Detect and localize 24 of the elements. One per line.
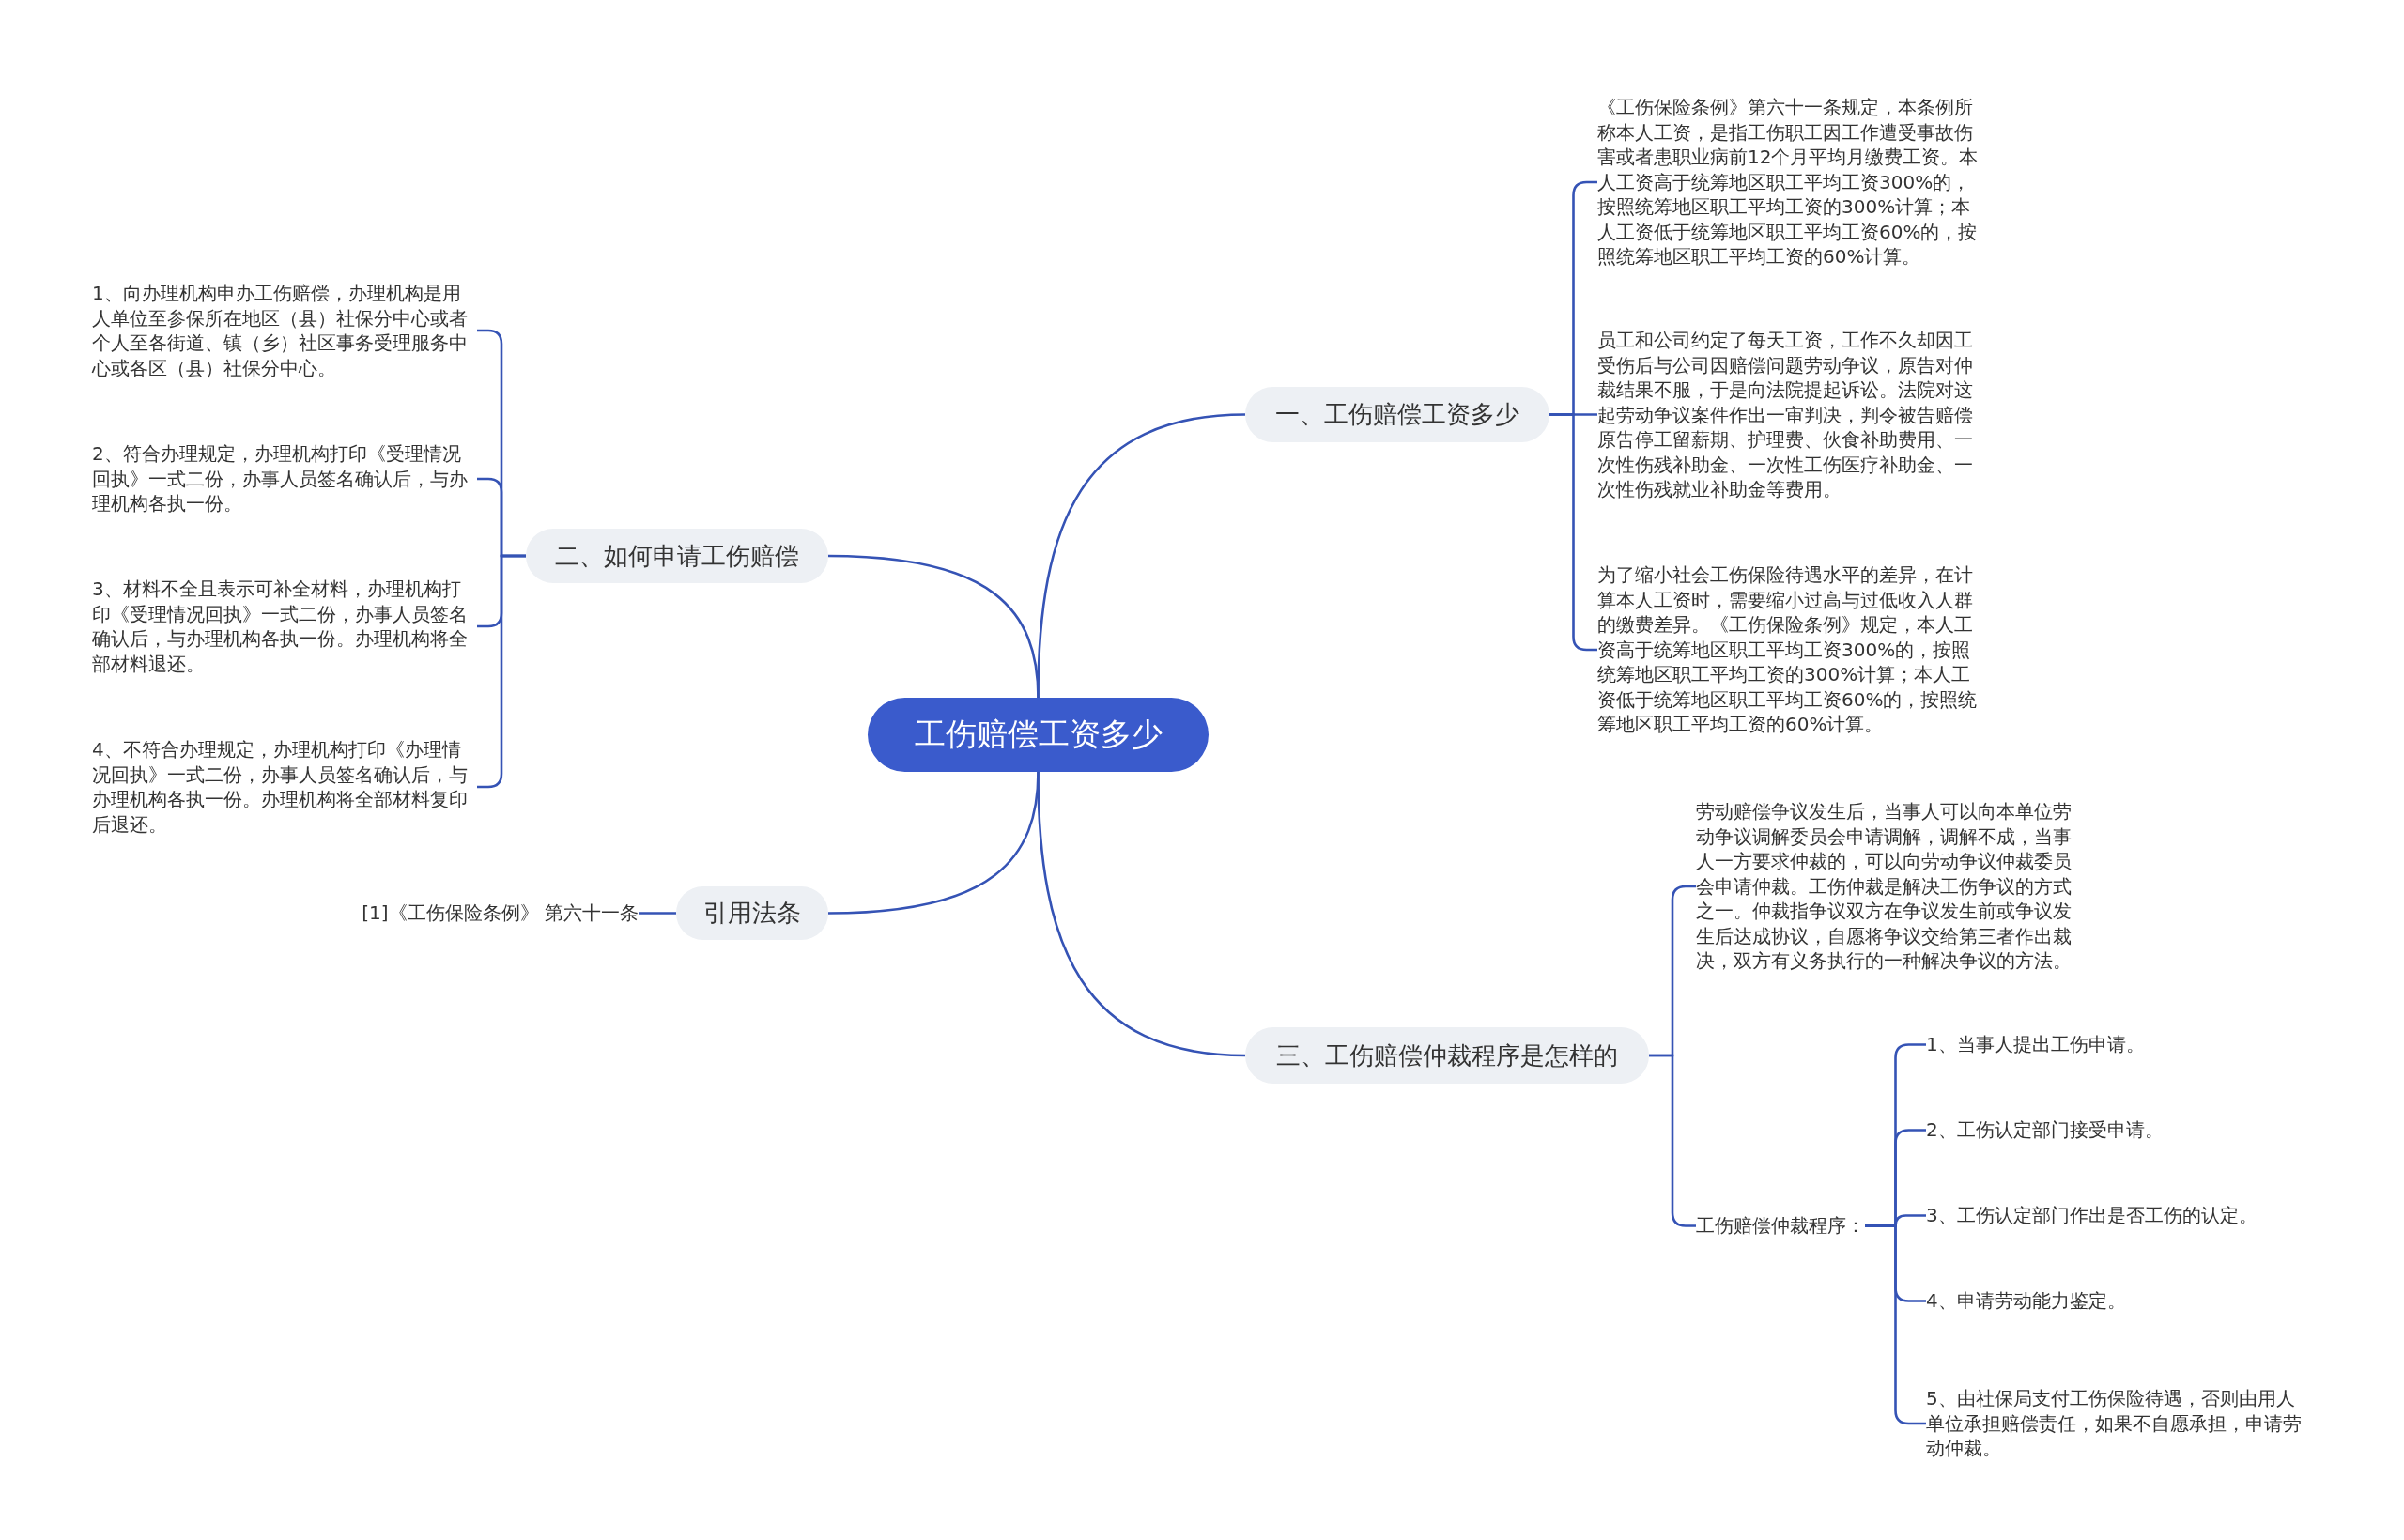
connector-line <box>827 554 1040 699</box>
detail-text: 2、工伤认定部门接受申请。 <box>1926 1117 2164 1143</box>
detail-text: 员工和公司约定了每天工资，工作不久却因工受伤后与公司因赔偿问题劳动争议，原告对仲裁结果不服，于是向法院提起诉讼。法院对这起劳动争议案件作出一审判决，判令被告赔偿原告停工留薪期、护理费、伙食补助费用、一次性伤残补助金、一次性工伤医疗补助金、一次性伤残就业补助金等费用。 <box>1597 328 1982 502</box>
detail-text: 为了缩小社会工伤保险待遇水平的差异，在计算本人工资时，需要缩小过高与过低收入人群的缴费差异。《工伤保险条例》规定，本人工资高于统筹地区职工平均工资300%的，按照统筹地区职工平均工资的300%计算；本人工资低于统筹地区职工平均工资60%的，按照统筹地区职工平均工资的60%计算。 <box>1597 562 1982 737</box>
detail-text: 4、不符合办理规定，办理机构打印《办理情况回执》一式二份，办事人员签名确认后，与办理机构各执一份。办理机构将全部材料复印后退还。 <box>92 737 477 837</box>
detail-text: 4、申请劳动能力鉴定。 <box>1926 1288 2126 1314</box>
connector-line <box>639 912 676 915</box>
branch-topic: 一、工伤赔偿工资多少 <box>1245 387 1549 442</box>
detail-text: 3、工伤认定部门作出是否工伤的认定。 <box>1926 1203 2258 1228</box>
detail-text: [1]《工伤保险条例》 第六十一条 <box>362 901 639 926</box>
detail-text: 工伤赔偿仲裁程序： <box>1696 1213 1865 1239</box>
branch-topic: 三、工伤赔偿仲裁程序是怎样的 <box>1245 1027 1649 1084</box>
branch-topic: 引用法条 <box>676 886 828 940</box>
connector-line <box>1037 771 1246 1057</box>
detail-text: 1、当事人提出工伤申请。 <box>1926 1032 2145 1057</box>
detail-text: 5、由社保局支付工伤保险待遇，否则由用人单位承担赔偿责任，如果不自愿承担，申请劳动仲裁。 <box>1926 1386 2306 1461</box>
branch-topic: 二、如何申请工伤赔偿 <box>526 529 828 583</box>
detail-text: 3、材料不全且表示可补全材料，办理机构打印《受理情况回执》一式二份，办事人员签名确认后，与办理机构各执一份。办理机构将全部材料退还。 <box>92 577 477 676</box>
detail-text: 1、向办理机构申办工伤赔偿，办理机构是用人单位至参保所在地区（县）社保分中心或者个人至各街道、镇（乡）社区事务受理服务中心或各区（县）社保分中心。 <box>92 281 477 380</box>
central-topic: 工伤赔偿工资多少 <box>868 698 1209 772</box>
detail-text: 《工伤保险条例》第六十一条规定，本条例所称本人工资，是指工伤职工因工作遭受事故伤害或者患职业病前12个月平均月缴费工资。本人工资高于统筹地区职工平均工资300%的，按照统筹地区职工平均工资的300%计算；本人工资低于统筹地区职工平均工资60%的，按照统筹地区职工平均工资的60%计算。 <box>1597 95 1982 270</box>
detail-text: 劳动赔偿争议发生后，当事人可以向本单位劳动争议调解委员会申请调解，调解不成，当事人一方要求仲裁的，可以向劳动争议仲裁委员会申请仲裁。工伤仲裁是解决工伤争议的方式之一。仲裁指争议双方在争议发生前或争议发生后达成协议，自愿将争议交给第三者作出裁决，双方有义务执行的一种解决争议的方法。 <box>1696 799 2081 974</box>
connector-line <box>1865 1224 1926 1425</box>
detail-text: 2、符合办理规定，办理机构打印《受理情况回执》一式二份，办事人员签名确认后，与办理机构各执一份。 <box>92 441 477 516</box>
